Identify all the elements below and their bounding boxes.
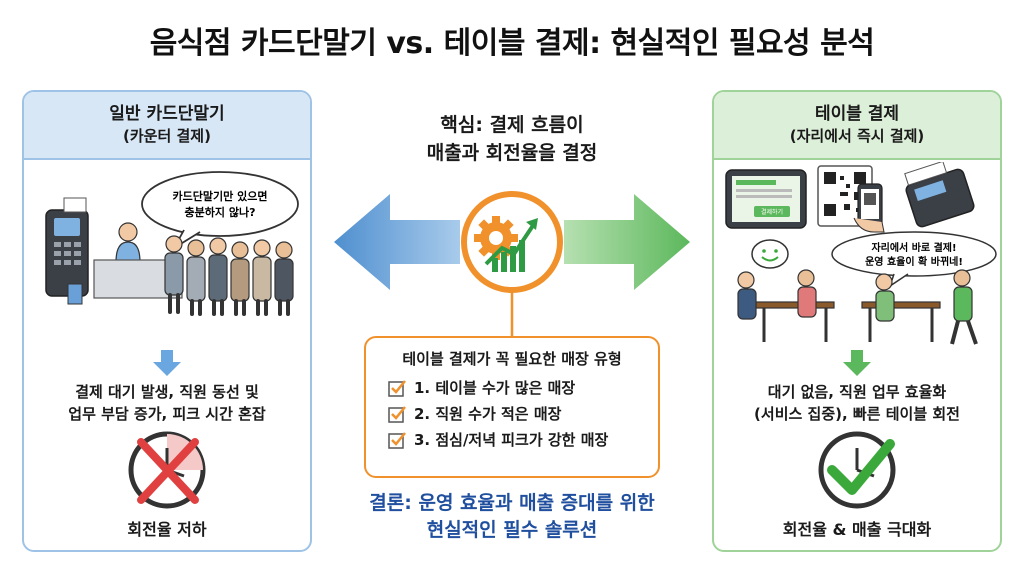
counter-problems-text: 결제 대기 발생, 직원 동선 및 업무 부담 증가, 피크 시간 혼잡 bbox=[24, 382, 310, 426]
speech-bubble: 자리에서 바로 결제! 운영 효율이 확 바뀌네! bbox=[831, 231, 997, 288]
checkbox-checked-icon bbox=[388, 405, 406, 423]
store-type-label: 3. 점심/저녁 피크가 강한 매장 bbox=[414, 431, 609, 449]
diners-icon bbox=[737, 269, 978, 345]
counter-payment-panel: 일반 카드단말기 (카운터 결제) 카드단말기만 있으면 충분하지 않나? bbox=[22, 90, 312, 552]
checkbox-checked-icon bbox=[388, 431, 406, 449]
counter-queue-illustration: 카드단말기만 있으면 충분하지 않나? bbox=[45, 171, 299, 316]
store-type-item: 1. 테이블 수가 많은 매장 bbox=[388, 377, 644, 398]
right-bubble-line-1: 자리에서 바로 결제! bbox=[871, 241, 956, 254]
speech-bubble-line-2: 충분하지 않나? bbox=[185, 205, 256, 219]
center-heading: 핵심: 결제 흐름이 매출과 회전율을 결정 bbox=[362, 112, 662, 167]
table-payment-panel: 테이블 결제 (자리에서 즉시 결제) 결제하기 bbox=[712, 90, 1002, 552]
right-arrow-icon bbox=[564, 194, 690, 290]
store-types-title: 테이블 결제가 꼭 필요한 매장 유형 bbox=[402, 350, 622, 368]
conclusion-text: 결론: 운영 효율과 매출 증대를 위한 현실적인 필수 솔루션 bbox=[322, 490, 702, 543]
clock-check-icon bbox=[818, 431, 896, 509]
left-arrow-icon bbox=[334, 194, 460, 290]
tablet-pay-button-label: 결제하기 bbox=[761, 208, 783, 216]
portable-terminal-icon bbox=[904, 162, 975, 228]
table-benefits-line-1: 대기 없음, 직원 업무 효율화 bbox=[767, 383, 947, 401]
center-heading-line-2: 매출과 회전율을 결정 bbox=[426, 141, 598, 164]
counter-panel-heading: 일반 카드단말기 bbox=[109, 104, 225, 125]
table-payment-illustration: 결제하기 bbox=[725, 162, 997, 345]
store-type-item: 2. 직원 수가 적은 매장 bbox=[388, 403, 644, 424]
conclusion-line-1: 결론: 운영 효율과 매출 증대를 위한 bbox=[369, 492, 655, 514]
counter-panel-subheading: (카운터 결제) bbox=[123, 127, 211, 146]
tablet-icon: 결제하기 bbox=[725, 169, 807, 229]
gear-growth-icon bbox=[461, 191, 563, 340]
checkbox-checked-icon bbox=[388, 379, 406, 397]
counter-result-text: 회전율 저하 bbox=[127, 520, 207, 539]
counter-problems-line-1: 결제 대기 발생, 직원 동선 및 bbox=[75, 383, 259, 401]
queue-people-icon bbox=[164, 235, 294, 316]
down-arrow-icon bbox=[843, 350, 871, 376]
table-result-text: 회전율 & 매출 극대화 bbox=[782, 520, 932, 539]
store-type-label: 1. 테이블 수가 많은 매장 bbox=[414, 379, 576, 397]
right-bubble-line-2: 운영 효율이 확 바뀌네! bbox=[865, 255, 963, 268]
table-panel-heading: 테이블 결제 bbox=[814, 104, 900, 125]
center-heading-line-1: 핵심: 결제 흐름이 bbox=[440, 114, 584, 136]
clock-cross-icon bbox=[128, 431, 206, 509]
store-type-item: 3. 점심/저녁 피크가 강한 매장 bbox=[388, 429, 644, 450]
speech-bubble: 카드단말기만 있으면 충분하지 않나? bbox=[141, 171, 299, 251]
smartphone-icon bbox=[853, 183, 885, 233]
table-panel-subheading: (자리에서 즉시 결제) bbox=[789, 127, 925, 146]
counter-panel-header: 일반 카드단말기 (카운터 결제) bbox=[24, 92, 310, 160]
store-types-box: 테이블 결제가 꼭 필요한 매장 유형 1. 테이블 수가 많은 매장 2. 직… bbox=[364, 336, 660, 478]
store-type-label: 2. 직원 수가 적은 매장 bbox=[414, 405, 562, 423]
conclusion-line-2: 현실적인 필수 솔루션 bbox=[426, 518, 598, 541]
card-terminal-icon bbox=[45, 197, 89, 305]
table-benefits-line-2: (서비스 집중), 빠른 테이블 회전 bbox=[754, 404, 960, 423]
smile-bubble-icon bbox=[751, 239, 789, 269]
speech-bubble-line-1: 카드단말기만 있으면 bbox=[173, 189, 268, 203]
down-arrow-icon bbox=[153, 350, 181, 376]
counter-problems-line-2: 업무 부담 증가, 피크 시간 혼잡 bbox=[68, 404, 266, 423]
center-flow-illustration bbox=[334, 191, 690, 340]
table-panel-header: 테이블 결제 (자리에서 즉시 결제) bbox=[714, 92, 1000, 160]
table-benefits-text: 대기 없음, 직원 업무 효율화 (서비스 집중), 빠른 테이블 회전 bbox=[714, 382, 1000, 426]
page-title: 음식점 카드단말기 vs. 테이블 결제: 현실적인 필요성 분석 bbox=[149, 26, 875, 61]
